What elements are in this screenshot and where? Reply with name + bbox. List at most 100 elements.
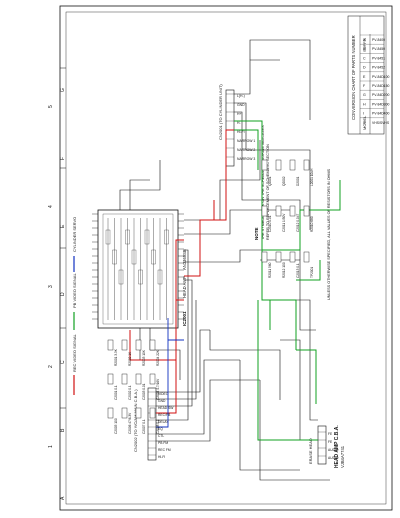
component-symbol bbox=[275, 159, 282, 171]
cylinder-pin-label: L(H-) bbox=[237, 94, 245, 98]
wire-black bbox=[184, 140, 261, 221]
component-symbol bbox=[303, 251, 310, 263]
component-label: C2005 100 bbox=[114, 418, 118, 434]
component-symbol bbox=[121, 373, 128, 385]
wire-pb bbox=[296, 260, 321, 281]
chart-row-model: VHS/SVHS bbox=[372, 121, 390, 125]
component-label: TP2001 bbox=[310, 267, 314, 278]
sheet-border bbox=[59, 5, 393, 511]
wire-black bbox=[184, 209, 290, 235]
component-label: C2011 1/50V bbox=[282, 213, 286, 232]
erase-pin-label: FE bbox=[328, 432, 333, 436]
main-pin-label: GND bbox=[158, 399, 166, 403]
wire-black bbox=[156, 300, 197, 400]
component-label: C2004 4.7/16V bbox=[156, 378, 160, 400]
wire-black bbox=[259, 380, 330, 481]
board-code: VJB4A7741 bbox=[340, 445, 345, 468]
wire-pb bbox=[296, 349, 317, 404]
wire-pb bbox=[280, 180, 341, 251]
grid-col-a: A bbox=[60, 496, 66, 500]
wire-black bbox=[119, 160, 161, 210]
component-label: Q2001 bbox=[268, 176, 272, 186]
grid-row-5: 5 bbox=[48, 105, 54, 108]
component-symbol bbox=[107, 373, 114, 385]
component-label: C2013 0.1 bbox=[296, 263, 300, 278]
main-pin-label: HEAD SW bbox=[158, 406, 174, 410]
component-label: R2004 22K bbox=[156, 349, 160, 366]
component-symbol bbox=[289, 159, 296, 171]
chart-row-model: PV-8400 bbox=[372, 38, 385, 42]
ic-part-label: AN3369SB bbox=[182, 249, 187, 270]
wire-black bbox=[234, 59, 280, 95]
grid-col-c: C bbox=[60, 360, 66, 364]
cylinder-connector-label: CN2001 (TO CYLINDER UNIT) bbox=[218, 84, 223, 140]
grid-col-d: D bbox=[60, 292, 66, 296]
component-label: R2002 1K bbox=[128, 351, 132, 366]
ic-main-name: HEAD AMP bbox=[182, 276, 187, 298]
note-block: NOTE THE SYMBOL MARK ON THE SCHEMATIC DI… bbox=[254, 125, 270, 240]
main-pin-label: HI-FI bbox=[158, 455, 165, 459]
erase-pin-label: AUDIO bbox=[328, 456, 339, 460]
conversion-chart: PV-8400APV-8450BPV-8451CPV-8452DPV-84D10… bbox=[347, 15, 390, 135]
component-symbol bbox=[289, 251, 296, 263]
component-label: L2001 10uH bbox=[310, 168, 314, 186]
main-pin-label: DELAY bbox=[158, 420, 169, 424]
grid-row-1: 1 bbox=[48, 445, 54, 448]
component-symbol bbox=[149, 339, 156, 351]
component-symbol bbox=[289, 205, 296, 217]
component-label: C2010 0.01 bbox=[268, 215, 272, 232]
cylinder-pin-label: H- bbox=[237, 121, 241, 125]
component-symbol bbox=[121, 339, 128, 351]
main-pin-label: EQ bbox=[158, 427, 163, 431]
component-symbol bbox=[261, 251, 268, 263]
component-label: R2011 560 bbox=[268, 262, 272, 278]
erase-pin-label: FE bbox=[328, 440, 333, 444]
wire-black bbox=[290, 149, 311, 230]
chart-row-suffix: J bbox=[363, 121, 365, 125]
main-pin-label: REC FM bbox=[158, 448, 171, 452]
component-label: C2003 0.01 bbox=[142, 383, 146, 400]
wire-pb bbox=[234, 129, 259, 170]
component-label: C2007 0.1 bbox=[142, 419, 146, 434]
grid-col-f: F bbox=[60, 157, 66, 160]
legend-cylinder-servo: CYLINDER SERVO bbox=[72, 217, 77, 252]
wire-black bbox=[156, 379, 260, 442]
main-connector-label: CN2002 (TO Y/C/AM MAIN C.B.A.) bbox=[133, 389, 138, 452]
component-label: D2001 bbox=[296, 176, 300, 186]
conversion-chart-title: CONVERSION CHART OF PARTS NUMBER bbox=[351, 35, 356, 120]
chart-row-suffix: H bbox=[363, 102, 366, 106]
wire-black bbox=[156, 329, 210, 393]
wiring-rec bbox=[129, 129, 234, 414]
note-line-2: REFER TO REPLACEMENT OF SCHEMATIC SECTIO… bbox=[266, 144, 270, 240]
component-symbol bbox=[303, 205, 310, 217]
component-symbol bbox=[135, 373, 142, 385]
component-symbol bbox=[303, 159, 310, 171]
chart-row-model: PV-8452 bbox=[372, 66, 385, 70]
main-connector: CN2002 (TO Y/C/AM MAIN C.B.A.) VIDEOGNDH… bbox=[133, 387, 174, 461]
component-symbol bbox=[149, 407, 156, 419]
chart-row-model: PV-84D100 bbox=[372, 75, 389, 79]
wire-pb bbox=[257, 300, 318, 441]
wire-black bbox=[280, 339, 318, 441]
component-symbol bbox=[121, 407, 128, 419]
signal-legend: REC VIDEO SIGNAL PB VIDEO SIGNAL CYLINDE… bbox=[72, 217, 77, 395]
grid-col-g: G bbox=[60, 88, 66, 92]
component-label: R2001 3.3K bbox=[114, 348, 118, 366]
component-symbol bbox=[107, 339, 114, 351]
wire-black bbox=[156, 249, 189, 421]
wire-rec bbox=[184, 129, 234, 277]
chart-row-suffix: D bbox=[363, 66, 366, 70]
component-label: R2010 680 bbox=[310, 216, 314, 232]
board-title: HEAD AMP C.B.A. bbox=[334, 425, 340, 468]
main-pin-label: REC/PB bbox=[158, 413, 171, 417]
wire-black bbox=[270, 299, 318, 421]
wire-black bbox=[239, 360, 300, 471]
main-pin-label: PB FM bbox=[158, 441, 168, 445]
main-pin-label: CTL bbox=[158, 434, 164, 438]
wire-black bbox=[234, 102, 290, 151]
wire-black bbox=[129, 179, 150, 210]
